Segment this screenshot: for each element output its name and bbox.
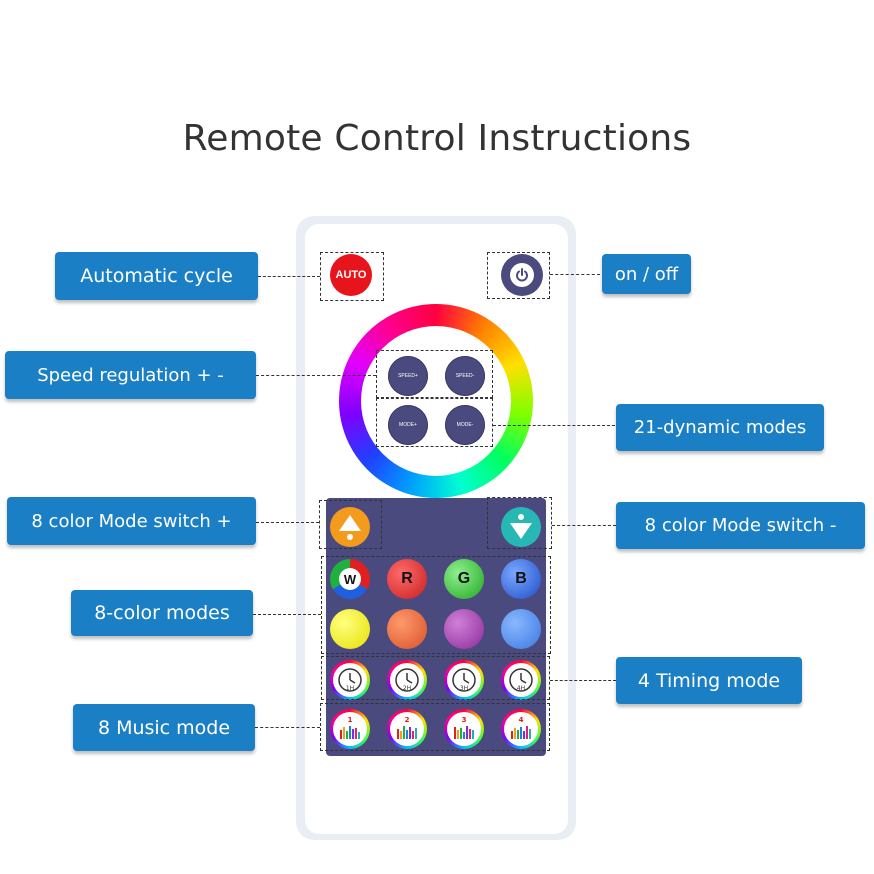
music-1-button[interactable]: 1 (330, 709, 370, 749)
equalizer-icon: 3 (454, 716, 474, 739)
equalizer-icon: 4 (511, 716, 531, 739)
blue-button-label: B (515, 570, 527, 587)
label-dynamic-modes: 21-dynamic modes (616, 404, 824, 451)
color-modes-callout-box (321, 556, 551, 654)
auto-button[interactable]: AUTO (330, 254, 372, 296)
mode-plus-button[interactable]: MODE+ (388, 405, 428, 445)
auto-leader-line (258, 276, 320, 277)
green-button[interactable]: G (444, 559, 484, 599)
white-button-label: W (339, 568, 361, 590)
label-color-switch-plus: 8 color Mode switch + (7, 497, 256, 545)
svg-text:4: 4 (519, 716, 524, 724)
timing-callout-box (321, 656, 550, 700)
svg-text:4H: 4H (517, 685, 525, 692)
music-4-button[interactable]: 4 (501, 709, 541, 749)
clock-icon: 4H (509, 668, 533, 692)
music-3-button[interactable]: 3 (444, 709, 484, 749)
label-music-mode: 8 Music mode (73, 704, 255, 751)
auto-callout-box (320, 252, 384, 301)
mode-plus-label: MODE+ (399, 422, 417, 428)
equalizer-icon: 2 (397, 716, 417, 739)
timer-4h-button[interactable]: 4H (501, 660, 541, 700)
speed-minus-label: SPEED- (455, 373, 475, 379)
power-callout-box (487, 252, 550, 299)
speed-plus-button[interactable]: SPEED+ (388, 356, 428, 396)
white-button[interactable]: W (330, 559, 370, 599)
switch-minus-leader-line (552, 525, 616, 526)
clock-icon: 3H (452, 668, 476, 692)
music-2-button[interactable]: 2 (387, 709, 427, 749)
svg-text:1: 1 (348, 716, 353, 724)
speed-callout-box (376, 350, 493, 398)
switch-plus-callout-box (319, 500, 382, 549)
clock-icon: 2H (395, 668, 419, 692)
power-leader-line (550, 274, 600, 275)
mode-minus-button[interactable]: MODE- (445, 405, 485, 445)
svg-text:2H: 2H (403, 685, 411, 692)
blue-button[interactable]: B (501, 559, 541, 599)
timer-3h-button[interactable]: 3H (444, 660, 484, 700)
triangle-up-icon (339, 515, 361, 540)
music-leader-line (255, 727, 320, 728)
power-button[interactable] (501, 254, 543, 296)
speed-leader-line (256, 375, 376, 376)
label-color-modes: 8-color modes (71, 590, 253, 636)
page-title: Remote Control Instructions (182, 118, 692, 159)
yellow-button[interactable] (330, 609, 370, 649)
label-timing-mode: 4 Timing mode (616, 657, 802, 704)
mode-leader-line (493, 425, 615, 426)
mode-minus-label: MODE- (456, 422, 474, 428)
switch-plus-leader-line (256, 522, 319, 523)
timer-1h-button[interactable]: 1H (330, 660, 370, 700)
equalizer-icon: 1 (340, 716, 360, 739)
timer-2h-button[interactable]: 2H (387, 660, 427, 700)
color-switch-minus-button[interactable] (501, 507, 541, 547)
timing-leader-line (550, 680, 616, 681)
label-on-off: on / off (602, 254, 691, 294)
color-modes-leader-line (253, 614, 321, 615)
color-switch-plus-button[interactable] (330, 507, 370, 547)
light-blue-button[interactable] (501, 609, 541, 649)
speed-minus-button[interactable]: SPEED- (445, 356, 485, 396)
red-button-label: R (401, 570, 413, 587)
power-icon (510, 263, 534, 287)
music-callout-box (320, 703, 550, 751)
svg-text:2: 2 (405, 716, 410, 724)
speed-plus-label: SPEED+ (398, 373, 418, 379)
triangle-down-icon (510, 514, 532, 539)
svg-text:3: 3 (462, 716, 467, 724)
svg-text:1H: 1H (346, 685, 354, 692)
label-color-switch-minus: 8 color Mode switch - (616, 502, 865, 549)
label-speed-regulation: Speed regulation + - (5, 351, 256, 399)
mode-callout-box (376, 398, 493, 447)
purple-button[interactable] (444, 609, 484, 649)
switch-minus-callout-box (487, 497, 552, 549)
color-wheel-center (361, 326, 511, 476)
svg-text:3H: 3H (460, 685, 468, 692)
label-automatic-cycle: Automatic cycle (55, 252, 258, 300)
orange-button[interactable] (387, 609, 427, 649)
clock-icon: 1H (338, 668, 362, 692)
auto-button-label: AUTO (335, 269, 367, 281)
red-button[interactable]: R (387, 559, 427, 599)
green-button-label: G (457, 570, 471, 587)
